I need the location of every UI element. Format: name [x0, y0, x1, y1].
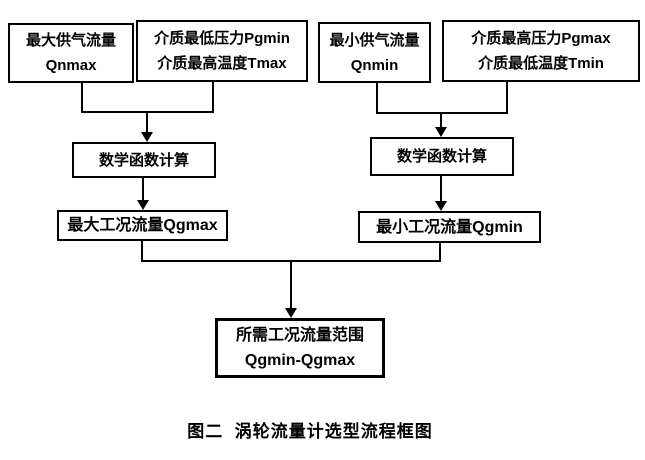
node-medium-min-pressure-max-temp: 介质最低压力Pgmin 介质最高温度Tmax: [136, 20, 308, 82]
connector-merge-v2: [439, 243, 441, 262]
arrow-down-icon: [137, 200, 149, 210]
arrow-down-icon: [285, 308, 297, 318]
arrow-down-icon: [141, 132, 153, 142]
node-math-function-calc-right: 数学函数计算: [370, 137, 514, 176]
node-required-flow-range-line2: Qgmin-Qgmax: [244, 352, 356, 369]
connector-merge-h: [141, 260, 441, 262]
node-pgmax-line: 介质最高压力Pgmax: [471, 30, 611, 47]
node-tmax-line: 介质最高温度Tmax: [157, 55, 287, 72]
arrow-down-icon: [435, 127, 447, 137]
node-min-supply-flow-line2: Qnmin: [350, 56, 399, 74]
node-min-working-flow-label: 最小工况流量Qgmin: [376, 218, 523, 236]
connector-calc-to-qgmax: [142, 178, 144, 201]
figure-caption: 图二 涡轮流量计选型流程框图: [187, 422, 433, 441]
node-max-supply-flow-line1: 最大供气流量: [25, 32, 116, 49]
node-min-supply-flow-line1: 最小供气流量: [329, 31, 420, 49]
node-min-working-flow: 最小工况流量Qgmin: [358, 211, 541, 243]
connector-right-fork-stem: [440, 113, 442, 128]
node-math-function-calc-right-label: 数学函数计算: [396, 148, 487, 165]
arrow-down-icon: [435, 201, 447, 211]
node-math-function-calc-left: 数学函数计算: [72, 142, 216, 178]
node-min-supply-flow: 最小供气流量 Qnmin: [318, 22, 431, 83]
connector-left-fork-stem: [146, 112, 148, 133]
connector-calc-to-qgmin: [440, 176, 442, 202]
node-max-working-flow-label: 最大工况流量Qgmax: [67, 217, 218, 234]
connector-left-fork-v1: [81, 81, 83, 113]
connector-right-fork-h: [376, 112, 508, 114]
connector-right-fork-v2: [506, 81, 508, 114]
node-medium-max-pressure-min-temp: 介质最高压力Pgmax 介质最低温度Tmin: [442, 20, 640, 82]
node-max-supply-flow-line2: Qnmax: [45, 57, 97, 74]
connector-merge-v1: [141, 241, 143, 262]
connector-right-fork-v1: [376, 83, 378, 114]
node-required-flow-range-line1: 所需工况流量范围: [235, 327, 364, 344]
connector-left-fork-v2: [212, 81, 214, 113]
node-tmin-line: 介质最低温度Tmin: [478, 55, 604, 72]
node-pgmin-line: 介质最低压力Pgmin: [154, 30, 290, 47]
node-required-flow-range: 所需工况流量范围 Qgmin-Qgmax: [215, 318, 385, 378]
connector-merge-stem: [290, 262, 292, 309]
node-max-supply-flow: 最大供气流量 Qnmax: [8, 23, 134, 83]
node-max-working-flow: 最大工况流量Qgmax: [57, 210, 228, 241]
node-math-function-calc-left-label: 数学函数计算: [98, 151, 189, 169]
